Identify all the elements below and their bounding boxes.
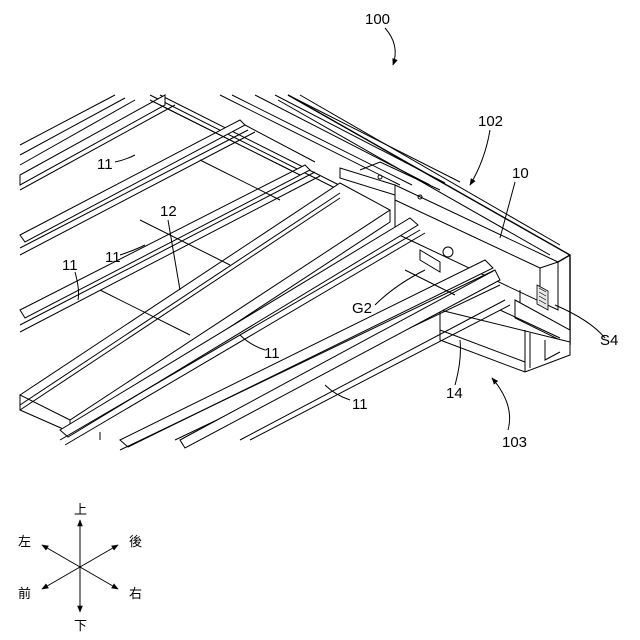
leader-11-e [325, 385, 350, 400]
label-11-b: 11 [105, 249, 121, 266]
label-12: 12 [160, 203, 177, 220]
arrow-right [80, 567, 118, 589]
leader-103 [492, 378, 510, 430]
compass-down-label: 下 [74, 619, 87, 634]
label-g2: G2 [352, 300, 372, 317]
leader-102 [470, 130, 490, 185]
leader-10 [500, 182, 515, 238]
compass-right-label: 右 [129, 587, 142, 602]
label-100: 100 [365, 11, 390, 28]
compass-rear-label: 後 [129, 535, 142, 550]
leader-11-a [115, 155, 135, 162]
label-103: 103 [502, 434, 527, 451]
label-11-d: 11 [264, 345, 280, 362]
label-10: 10 [512, 165, 529, 182]
arrow-rear [80, 545, 118, 567]
label-11-a: 11 [97, 156, 113, 173]
label-14: 14 [446, 385, 463, 402]
label-11-c: 11 [62, 257, 78, 274]
arrow-front [42, 567, 80, 589]
label-11-e: 11 [352, 396, 368, 413]
rear-frame [150, 95, 460, 188]
label-102: 102 [478, 113, 503, 130]
leader-11-d [240, 335, 265, 350]
compass-front-label: 前 [18, 586, 31, 602]
arrow-left [42, 545, 80, 567]
direction-compass: 上 下 左 右 前 後 [18, 503, 142, 634]
leader-100 [385, 28, 395, 65]
compass-up-label: 上 [74, 503, 87, 518]
label-s4: S4 [600, 332, 618, 349]
compass-left-label: 左 [18, 535, 31, 550]
